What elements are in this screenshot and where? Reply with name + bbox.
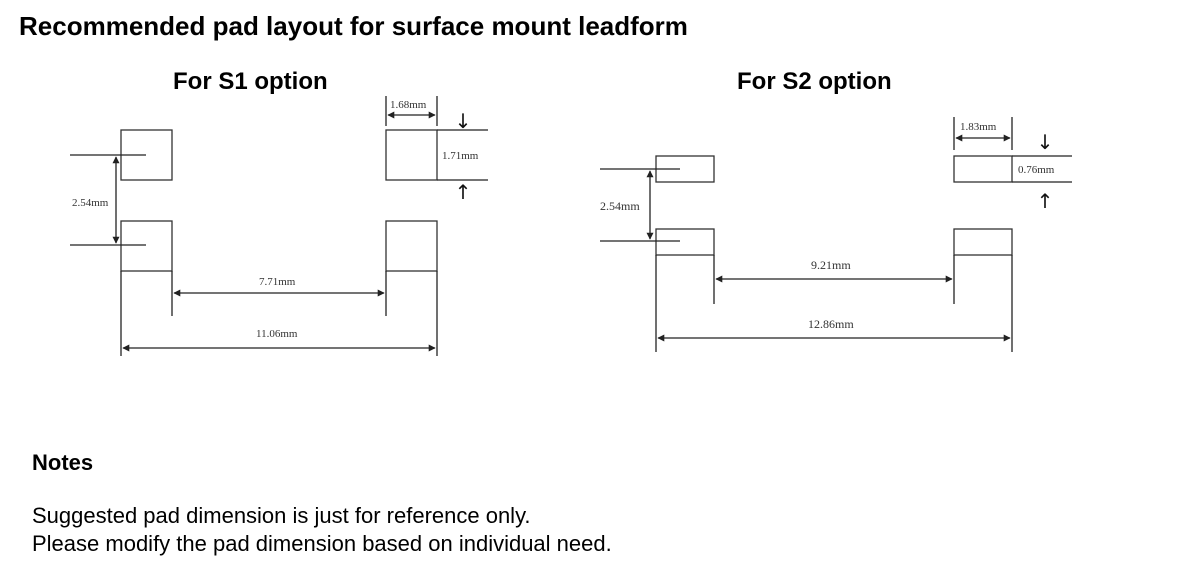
s2-arrow-down-icon: ↓ (1037, 130, 1054, 154)
s1-pad-width-label: 1.68mm (390, 99, 427, 111)
s2-pad-width-label: 1.83mm (960, 121, 997, 133)
s2-diagram: 2.54mm 1.83mm ↓ ↑ 0.76mm 9.21mm 12.86mm (600, 117, 1072, 352)
s1-inner-gap-label: 7.71mm (259, 276, 296, 288)
s1-pitch-label: 2.54mm (72, 197, 109, 209)
s2-pad-right-top (953, 155, 1013, 183)
s1-pad-left-bottom (120, 220, 173, 272)
s1-pad-right-bottom (385, 220, 438, 272)
s2-pad-height-label: 0.76mm (1018, 164, 1055, 176)
s2-option-title: For S2 option (737, 68, 892, 95)
note-line-2: Please modify the pad dimension based on… (32, 531, 612, 556)
s1-diagram: 2.54mm 1.68mm ↓ ↑ 1.71mm 7.71mm 11.06mm (70, 96, 488, 356)
s1-arrow-up-icon: ↑ (455, 180, 472, 204)
s2-arrow-up-icon: ↑ (1037, 189, 1054, 213)
s2-inner-gap-label: 9.21mm (811, 258, 851, 272)
s1-pad-left-top (120, 129, 173, 181)
s2-outer-span-label: 12.86mm (808, 317, 854, 331)
s2-pad-right-bottom (953, 228, 1013, 256)
s1-option-title: For S1 option (173, 68, 328, 95)
s1-arrow-down-icon: ↓ (455, 109, 472, 133)
s2-pad-left-bottom (655, 228, 715, 256)
note-line-1: Suggested pad dimension is just for refe… (32, 503, 531, 528)
notes-heading: Notes (32, 450, 94, 475)
s1-pad-right-top (385, 129, 438, 181)
s1-outer-span-label: 11.06mm (256, 328, 298, 340)
s1-pad-height-label: 1.71mm (442, 150, 479, 162)
s2-pitch-label: 2.54mm (600, 199, 640, 213)
page-title: Recommended pad layout for surface mount… (19, 11, 688, 41)
